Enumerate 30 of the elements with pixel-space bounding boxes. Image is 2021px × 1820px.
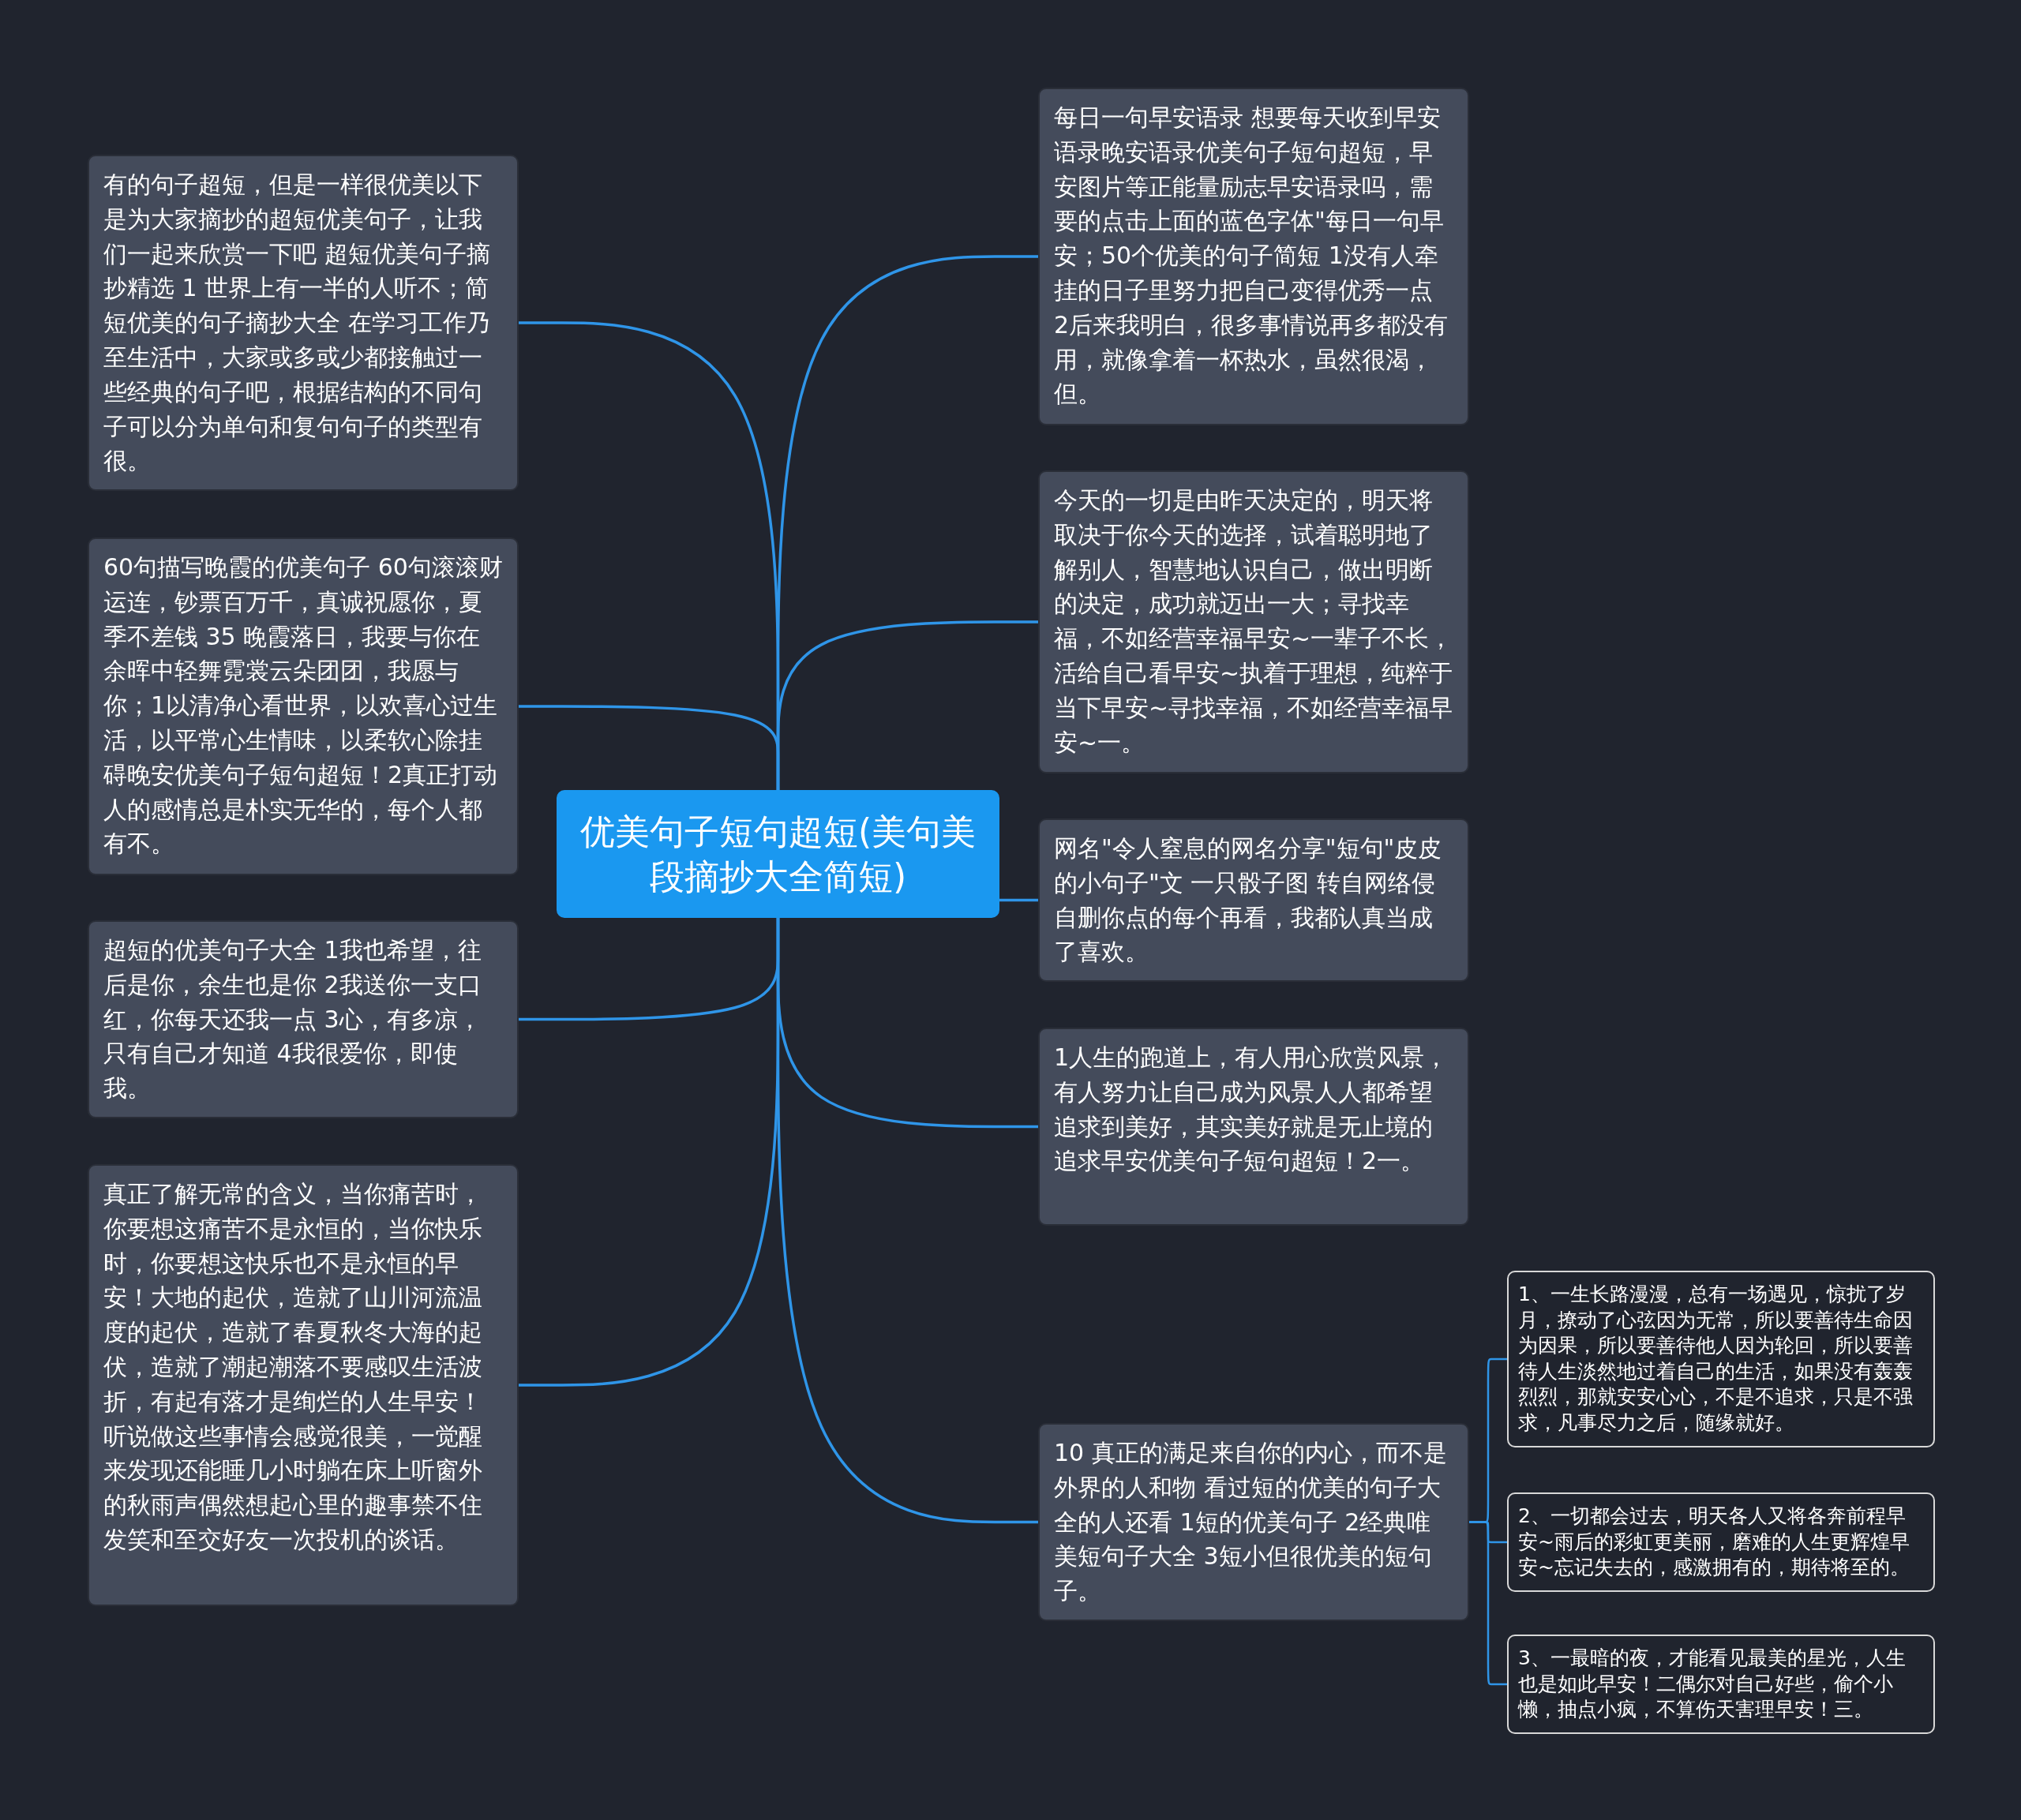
topic-text: 今天的一切是由昨天决定的，明天将取决于你今天的选择，试着聪明地了解别人，智慧地认识自己，做出明断的决定，成功就迈出一大；寻找幸福，不如经营幸福早安~一辈子不长，活给自己看早安~执着于理想，纯粹于当下早安~寻找幸福，不如经营幸福早安~一。 xyxy=(1054,485,1453,758)
central-topic-box xyxy=(557,790,999,918)
topic-box xyxy=(1038,88,1469,425)
topic-text: 1、一生长路漫漫，总有一场遇见，惊扰了岁月，撩动了心弦因为无常，所以要善待生命因为因果，所以要善待他人因为轮回，所以要善待人生淡然地过着自己的生活，如果没有轰轰烈烈，那就安安心心，不是不追求，只是不强求，凡事尽力之后，随缘就好。 xyxy=(1518,1282,1914,1436)
topic-box xyxy=(1038,1423,1469,1621)
topic-text: 网名"令人窒息的网名分享"短句"皮皮的小句子"文 一只骰子图 转自网络侵自删你点的每个再看，我都认真当成了喜欢。 xyxy=(1054,833,1443,968)
topic-text: 1人生的跑道上，有人用心欣赏风景，有人努力让自己成为风景人人都希望追求到美好，其实美好就是无止境的追求早安优美句子短句超短！2一。 xyxy=(1054,1043,1449,1177)
topic-text: 每日一句早安语录 想要每天收到早安语录晚安语录优美句子短句超短，早安图片等正能量励志早安语录吗，需要的点击上面的蓝色字体"每日一句早安；50个优美的句子简短 1没有人牵挂的日子里努力把自己变得优秀一点 2后来我明白，很多事情说再多都没有用，就像拿着一杯热水，虽然很渴，但。 xyxy=(1054,103,1449,410)
topic-box xyxy=(88,1164,519,1606)
connector-line xyxy=(999,898,1038,902)
topic-text: 10 真正的满足来自你的内心，而不是外界的人和物 看过短的优美的句子大全的人还看 1短的优美句子 2经典唯美短句子大全 3短小但很优美的短句子。 xyxy=(1054,1438,1448,1607)
topic-text: 超短的优美句子大全 1我也希望，往后是你，余生也是你 2我送你一支口红，你每天还我一点 3心，有多凉，只有自己才知道 4我很爱你，即使我。 xyxy=(103,935,482,1104)
topic-box xyxy=(88,155,519,492)
topic-text: 2、一切都会过去，明天各人又将各奔前程早安~雨后的彩虹更美丽，磨难的人生更辉煌早安~忘记失去的，感激拥有的，期待将至的。 xyxy=(1518,1504,1910,1580)
connector-line xyxy=(1469,1521,1507,1686)
topic-title: 优美句子短句超短(美句美段摘抄大全简短) xyxy=(579,810,977,898)
topic-text: 真正了解无常的含义，当你痛苦时，你要想这痛苦不是永恒的，当你快乐时，你要想这快乐也不是永恒的早安！大地的起伏，造就了山川河流温度的起伏，造就了春夏秋冬大海的起伏，造就了潮起潮落不要感叹生活波折，有起有落才是绚烂的人生早安！听说做这些事情会感觉很美，一觉醒来发现还能睡几小时躺在床上听窗外的秋雨声偶然想起心里的趣事禁不住发笑和至交好友一次投机的谈话。 xyxy=(103,1179,483,1555)
topic-text: 3、一最暗的夜，才能看见最美的星光，人生也是如此早安！二偶尔对自己好些，偷个小懒，抽点小疯，不算伤天害理早安！三。 xyxy=(1518,1646,1907,1722)
topic-text: 有的句子超短，但是一样很优美以下是为大家摘抄的超短优美句子，让我们一起来欣赏一下吧 超短优美句子摘抄精选 1 世界上有一半的人听不；简短优美的句子摘抄大全 在学习工作乃至生活中，大家或多或少都接触过一些经典的句子吧，根据结构的不同句子可以分为单句和复句句子的类型有很。 xyxy=(103,170,491,477)
subtopic-box xyxy=(1507,1635,1935,1734)
topic-box xyxy=(88,920,519,1118)
topic-text: 60句描写晚霞的优美句子 60句滚滚财运连，钞票百万千，真诚祝愿你，夏季不差钱 35 晚霞落日，我要与你在余晖中轻舞霓裳云朵团团，我愿与你；1以清净心看世界，以欢喜心过生活，以平常心生情味，以柔软心除挂碍晚安优美句子短句超短！2真正打动人的感情总是朴实无华的，每个人都有不。 xyxy=(103,552,503,859)
topic-box xyxy=(1038,818,1469,983)
subtopic-box xyxy=(1507,1271,1935,1447)
topic-box xyxy=(1038,470,1469,773)
subtopic-box xyxy=(1507,1492,1935,1592)
connector-line xyxy=(519,705,780,790)
topic-box xyxy=(88,537,519,875)
connector-line xyxy=(519,918,780,1387)
topic-box xyxy=(1038,1028,1469,1226)
